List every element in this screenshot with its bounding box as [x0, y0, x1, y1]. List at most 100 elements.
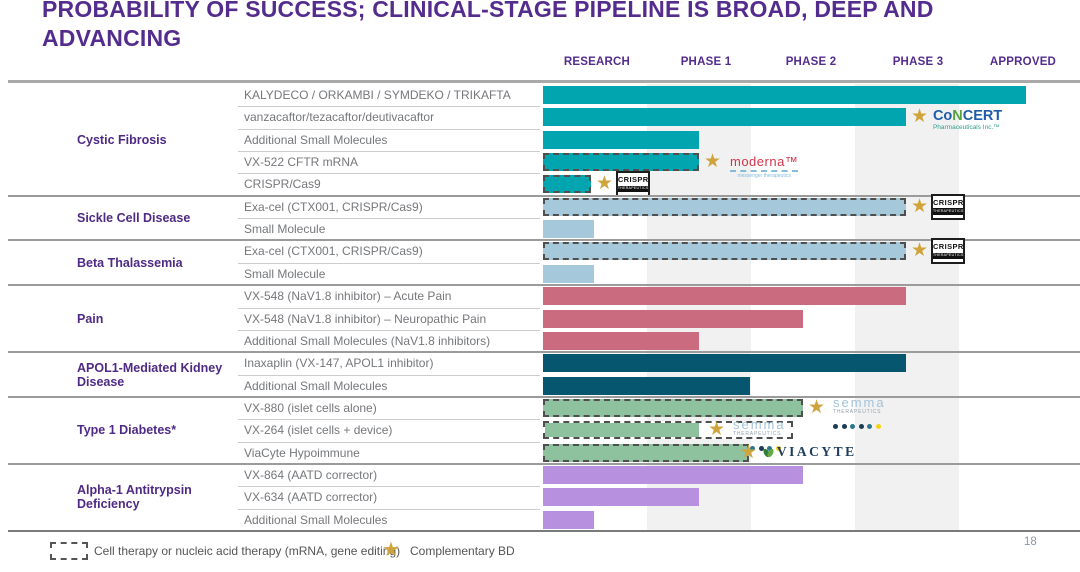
row-label: Small Molecule: [244, 222, 326, 237]
column-header-phase2: PHASE 2: [785, 56, 837, 68]
moderna-logo-subtitle: messenger therapeutics: [737, 173, 791, 180]
group-separator-line: [8, 530, 1080, 532]
semma-dot-icon: [875, 423, 881, 429]
column-header-approved: APPROVED: [989, 56, 1057, 68]
semma-dot-icon: [750, 446, 755, 452]
pipeline-bar: [543, 331, 699, 350]
pipeline-bar: [543, 354, 906, 373]
row-label: VX-864 (AATD corrector): [244, 467, 378, 482]
group-label: APOL1-Mediated Kidney Disease: [77, 360, 223, 389]
pipeline-bar: [543, 421, 793, 440]
semma-dots: [833, 417, 886, 433]
row-label: KALYDECO / ORKAMBI / SYMDEKO / TRIKAFTA: [244, 88, 511, 102]
bd-star-icon: ★: [595, 173, 613, 195]
row-separator-line: [238, 508, 540, 510]
group-separator-line: [8, 462, 1080, 465]
concert-logo-text: N: [952, 108, 963, 125]
phase-stripe: [855, 84, 959, 531]
column-header-phase1: PHASE 1: [680, 56, 732, 68]
row-label: Additional Small Molecules: [244, 132, 388, 147]
bd-star-icon: ★: [708, 419, 726, 441]
group-label: Type 1 Diabetes*: [77, 423, 177, 438]
semma-dot-icon: [850, 423, 855, 429]
pipeline-bar: [543, 398, 803, 417]
group-label: Sickle Cell Disease: [77, 211, 191, 226]
semma-dot-icon: [841, 423, 847, 429]
semma-dot-icon: [775, 446, 781, 452]
group-label: Pain: [77, 311, 104, 326]
semma-logo-subtitle: THERAPEUTICS: [733, 431, 782, 438]
row-label: Inaxaplin (VX-147, APOL1 inhibitor): [244, 356, 434, 371]
bd-star-icon: ★: [910, 240, 928, 262]
semma-dot-icon: [867, 423, 872, 429]
page-title: PROBABILITY OF SUCCESS; CLINICAL-STAGE P…: [42, 0, 934, 51]
row-separator-line: [238, 307, 540, 309]
pipeline-bar: [543, 153, 699, 172]
bd-star-icon: ★: [910, 106, 928, 128]
row-label: Exa-cel (CTX001, CRISPR/Cas9): [244, 199, 423, 214]
row-separator-line: [238, 419, 540, 421]
star-icon: ★: [382, 539, 400, 561]
row-label: Additional Small Molecules: [244, 512, 388, 527]
group-label: Beta Thalassemia: [77, 255, 183, 270]
row-label: VX-548 (NaV1.8 inhibitor) – Acute Pain: [244, 289, 452, 304]
pipeline-bar: [543, 175, 591, 194]
crispr-logo-subtitle: THERAPEUTICS: [617, 185, 649, 193]
row-separator-line: [238, 441, 540, 443]
pipeline-bar: [543, 220, 594, 239]
column-header-phase3: PHASE 3: [892, 56, 944, 68]
header-underline: [8, 80, 1080, 83]
group-label: Alpha-1 Antitrypsin Deficiency: [77, 483, 192, 512]
page-number: 18: [1024, 536, 1037, 548]
row-label: VX-522 CFTR mRNA: [244, 155, 359, 170]
row-separator-line: [238, 128, 540, 130]
row-label: VX-880 (islet cells alone): [244, 400, 377, 415]
pipeline-bar: [543, 443, 749, 462]
bd-star-icon: ★: [910, 195, 928, 217]
row-label: Small Molecule: [244, 266, 326, 281]
row-label: CRISPR/Cas9: [244, 177, 321, 192]
legend-dashed-label: Cell therapy or nucleic acid therapy (mR…: [94, 544, 401, 558]
pipeline-bar: [543, 86, 1026, 104]
semma-dot-icon: [833, 423, 838, 429]
pipeline-bar: [543, 287, 906, 306]
bd-star-icon: ★: [808, 396, 826, 418]
crispr-logo-subtitle: THERAPEUTICS: [932, 252, 964, 260]
semma-dot-icon: [858, 423, 864, 429]
viacyte-leaf-icon: [763, 448, 774, 457]
pipeline-bar: [543, 510, 594, 529]
row-label: VX-548 (NaV1.8 inhibitor) – Neuropathic …: [244, 311, 487, 326]
group-separator-line: [8, 194, 1080, 197]
crispr-logo-subtitle: THERAPEUTICS: [932, 208, 964, 215]
pipeline-bar: [543, 108, 906, 127]
crispr-logo-text: CRISPR: [617, 175, 649, 185]
pipeline-bar: [543, 130, 699, 149]
group-separator-line: [8, 284, 1080, 287]
group-separator-line: [8, 239, 1080, 242]
pipeline-bar: [543, 242, 906, 261]
legend-star-label: Complementary BD: [410, 544, 515, 558]
row-label: VX-634 (AATD corrector): [244, 490, 378, 505]
pipeline-bar-fill: [545, 423, 699, 438]
pipeline-bar: [543, 264, 594, 283]
row-label: Exa-cel (CTX001, CRISPR/Cas9): [244, 244, 423, 259]
viacyte-logo-text: VIACYTE: [776, 443, 857, 459]
semma-logo-text: semma: [733, 417, 786, 433]
pipeline-bar: [543, 465, 803, 484]
semma-dot-icon: [758, 446, 764, 452]
concert-logo-subtitle: Pharmaceuticals Inc.™: [932, 124, 1000, 132]
pipeline-bar: [543, 376, 750, 395]
partner-logo-viacyte: VIACYTE: [762, 445, 857, 459]
semma-logo-subtitle: THERAPEUTICS: [833, 408, 882, 415]
row-label: Additional Small Molecules (NaV1.8 inhib…: [244, 333, 491, 348]
row-separator-line: [238, 151, 540, 153]
row-separator-line: [238, 486, 540, 488]
pipeline-bar: [543, 488, 699, 507]
